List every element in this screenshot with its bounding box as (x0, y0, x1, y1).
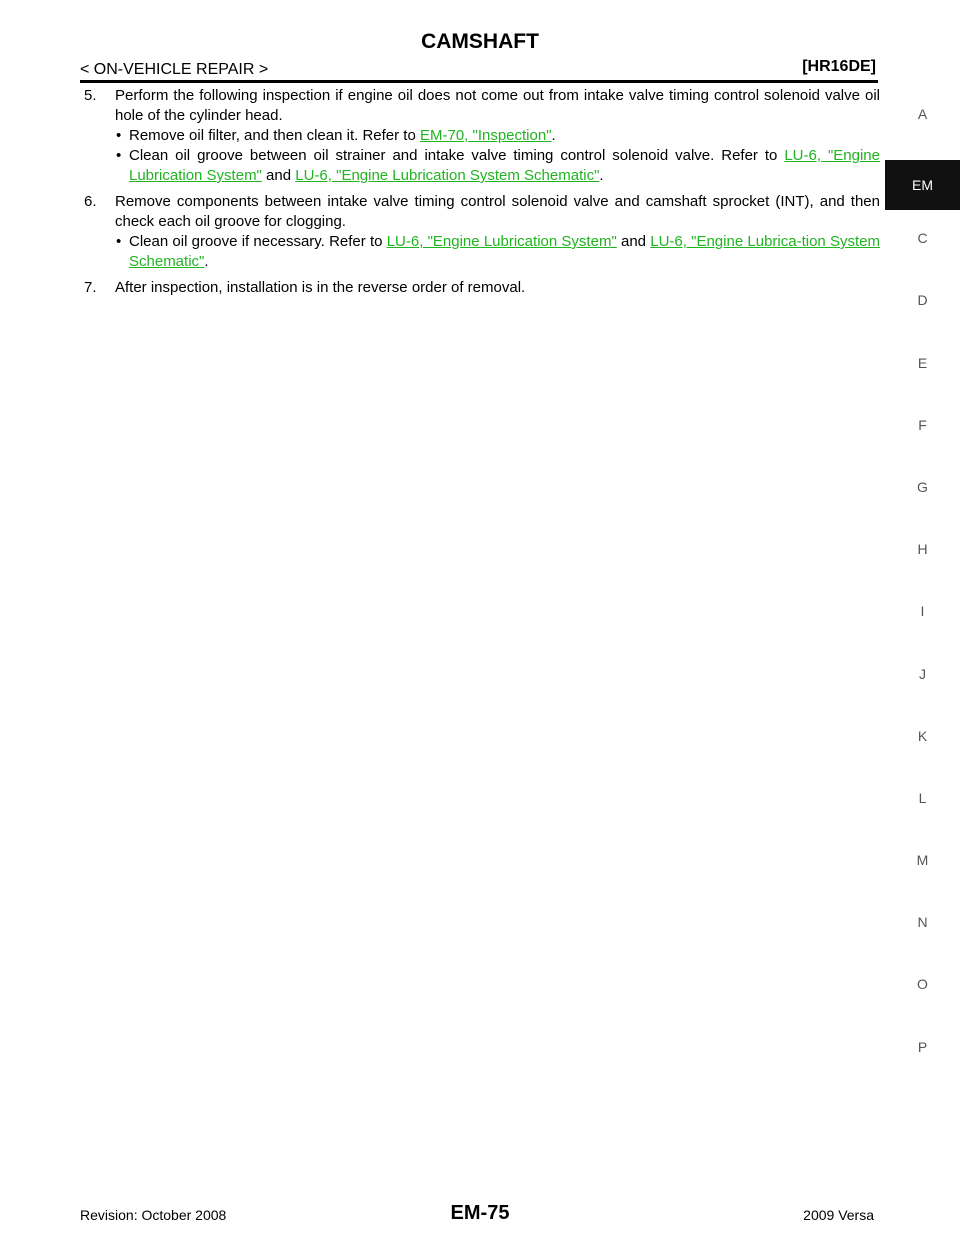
bullet-icon: • (116, 127, 122, 144)
step-6: 6. Remove components between intake valv… (84, 192, 880, 272)
link-lu-6-engine-lubrication-system[interactable]: LU-6, "Engine Lubrication System" (129, 147, 880, 184)
step-7: 7. After inspection, installation is in … (84, 278, 880, 298)
link-lu-6-engine-lubrication-system-schematic[interactable]: LU-6, "Engine Lubrica-tion System Schema… (129, 233, 880, 270)
index-tab-p[interactable]: P (917, 1038, 928, 1055)
step-5: 5. Perform the following inspection if e… (84, 86, 880, 186)
bullet-text: Clean oil groove between oil strainer an… (129, 147, 785, 164)
bullet-text: Clean oil groove if necessary. Refer to (129, 233, 387, 250)
step-number: 7. (84, 279, 97, 296)
index-tab-n[interactable]: N (917, 914, 928, 931)
page-number: EM-75 (450, 1202, 510, 1224)
link-lu-6-engine-lubrication-system[interactable]: LU-6, "Engine Lubrication System" (386, 233, 617, 250)
index-tab-em[interactable]: EM (885, 160, 960, 211)
section-index-tabs: A EM C D E F G H I J K L M N O P (885, 100, 960, 1095)
index-tab-k[interactable]: K (917, 727, 928, 744)
index-tab-a[interactable]: A (917, 106, 928, 122)
bullet-item: • Clean oil groove if necessary. Refer t… (115, 232, 880, 272)
header-rule (80, 80, 878, 83)
bullet-icon: • (116, 233, 122, 250)
page-title: CAMSHAFT (421, 30, 539, 53)
bullet-item: • Remove oil filter, and then clean it. … (115, 126, 880, 146)
index-tab-m[interactable]: M (916, 852, 929, 869)
link-lu-6-engine-lubrication-system-schematic[interactable]: LU-6, "Engine Lubrication System Schemat… (295, 167, 600, 184)
bullet-text-end: . (551, 127, 556, 144)
index-tab-d[interactable]: D (917, 292, 928, 309)
index-tab-c[interactable]: C (917, 230, 928, 247)
vehicle-model: 2009 Versa (803, 1207, 874, 1223)
index-tab-i[interactable]: I (920, 603, 925, 620)
step-text: Remove components between intake valve t… (115, 193, 880, 230)
step-number: 6. (84, 193, 97, 210)
section-label: < ON-VEHICLE REPAIR > (80, 61, 269, 78)
step-number: 5. (84, 87, 97, 104)
link-em-70-inspection[interactable]: EM-70, "Inspection" (419, 127, 552, 144)
index-tab-l[interactable]: L (918, 789, 927, 806)
step-text: Perform the following inspection if engi… (115, 87, 880, 124)
bullet-text: Remove oil filter, and then clean it. Re… (129, 127, 420, 144)
bullet-text-mid: and (616, 233, 651, 250)
bullet-text-mid: and (261, 167, 296, 184)
index-tab-f[interactable]: F (918, 416, 927, 433)
index-tab-o[interactable]: O (917, 976, 928, 993)
bullet-text-end: . (204, 253, 209, 270)
bullet-text-end: . (599, 167, 604, 184)
index-tab-h[interactable]: H (917, 541, 928, 558)
step-text: After inspection, installation is in the… (115, 279, 526, 296)
bullet-icon: • (116, 147, 122, 164)
bullet-item: • Clean oil groove between oil strainer … (115, 146, 880, 186)
revision-date: Revision: October 2008 (80, 1207, 227, 1223)
index-tab-g[interactable]: G (917, 478, 928, 495)
procedure-content: 5. Perform the following inspection if e… (84, 86, 880, 304)
index-tab-j[interactable]: J (919, 665, 926, 682)
index-tab-e[interactable]: E (917, 354, 928, 371)
model-code: [HR16DE] (802, 58, 876, 75)
